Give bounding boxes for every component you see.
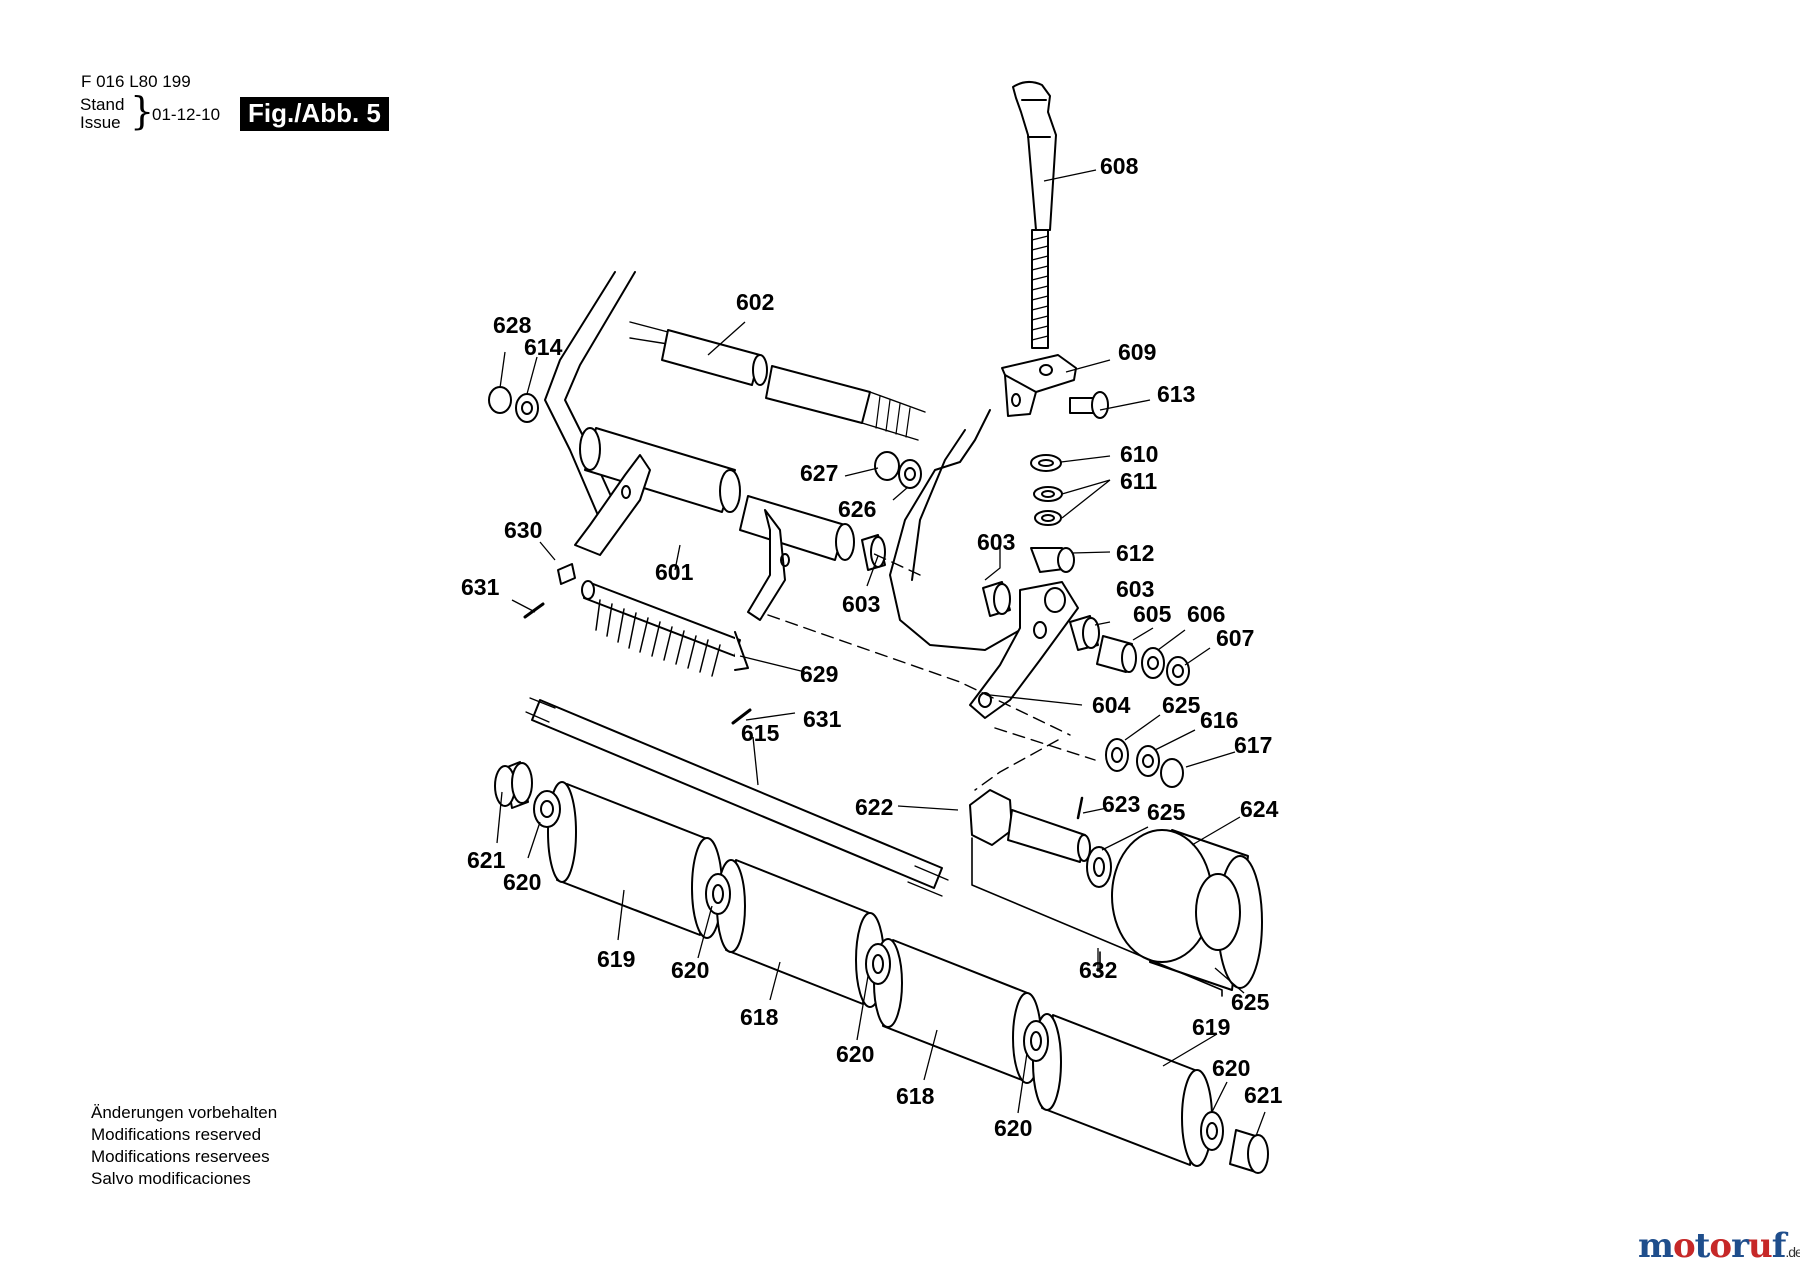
leader-lines <box>496 169 1266 1137</box>
label-613: 613 <box>1157 381 1195 407</box>
label-614: 614 <box>524 334 563 360</box>
label-625-top: 625 <box>1162 692 1201 718</box>
label-608: 608 <box>1100 153 1139 179</box>
shaft-part <box>629 321 926 441</box>
note-es: Salvo modificaciones <box>91 1169 251 1188</box>
label-618-b: 618 <box>896 1083 935 1109</box>
label-607: 607 <box>1216 625 1254 651</box>
label-631-mid: 631 <box>803 706 842 732</box>
front-roller-1 <box>547 781 723 939</box>
label-623: 623 <box>1102 791 1140 817</box>
pin-parts <box>523 602 1084 820</box>
label-609: 609 <box>1118 339 1156 365</box>
front-roller-3 <box>873 938 1042 1084</box>
label-603-mid: 603 <box>842 591 880 617</box>
label-620-d: 620 <box>994 1115 1032 1141</box>
label-619-right: 619 <box>1192 1014 1230 1040</box>
figure-badge: Fig./Abb. 5 <box>240 97 389 131</box>
rake-comb-part <box>557 563 749 677</box>
bolt-part <box>1069 391 1109 419</box>
label-626: 626 <box>838 496 876 522</box>
label-621-right: 621 <box>1244 1082 1283 1108</box>
label-630: 630 <box>504 517 542 543</box>
washer-stack-part <box>1030 454 1075 573</box>
rear-roller-part <box>1111 829 1263 991</box>
issue-date: 01-12-10 <box>152 105 221 124</box>
label-621-left: 621 <box>467 847 506 873</box>
label-603-right: 603 <box>1116 576 1154 602</box>
label-620-e: 620 <box>1212 1055 1250 1081</box>
main-shaft-part <box>525 697 949 897</box>
label-611: 611 <box>1120 468 1157 494</box>
adjusting-knob-part <box>1012 81 1057 349</box>
label-615: 615 <box>741 720 780 746</box>
label-618-a: 618 <box>740 1004 779 1030</box>
motoruf-watermark-logo: motoruf.de <box>1638 1226 1800 1266</box>
washer-nut-lower <box>1086 738 1184 888</box>
label-629: 629 <box>800 661 838 687</box>
rocker-shaft-part <box>574 427 855 621</box>
label-606: 606 <box>1187 601 1225 627</box>
assembly-bracket-632 <box>971 837 1223 997</box>
roller-spacers <box>533 790 1224 1151</box>
note-de: Änderungen vorbehalten <box>91 1103 278 1122</box>
label-632: 632 <box>1079 957 1117 983</box>
label-602: 602 <box>736 289 774 315</box>
label-612: 612 <box>1116 540 1154 566</box>
label-610: 610 <box>1120 441 1158 467</box>
watermark-tld: .de <box>1785 1244 1800 1260</box>
front-roller-2 <box>716 859 885 1008</box>
nut-washer-left <box>488 386 539 423</box>
end-caps <box>494 761 1269 1174</box>
front-roller-4 <box>1032 1013 1213 1167</box>
note-fr: Modifications reservees <box>91 1147 270 1166</box>
label-604: 604 <box>1092 692 1131 718</box>
label-603-top: 603 <box>977 529 1015 555</box>
label-620-left: 620 <box>503 869 541 895</box>
spacer-nut-group-right <box>1096 635 1190 686</box>
label-628: 628 <box>493 312 532 338</box>
watermark-brand: motoruf <box>1638 1226 1786 1266</box>
bracket-part <box>1001 354 1077 417</box>
label-616: 616 <box>1200 707 1238 733</box>
label-622: 622 <box>855 794 893 820</box>
label-625-mid: 625 <box>1147 799 1186 825</box>
label-620-c: 620 <box>836 1041 874 1067</box>
part-labels: 608 602 628 614 609 613 610 611 627 626 … <box>461 153 1283 1141</box>
brace-glyph: } <box>130 89 155 133</box>
label-619-left: 619 <box>597 946 635 972</box>
part-number: F 016 L80 199 <box>81 72 191 91</box>
label-601: 601 <box>655 559 694 585</box>
label-631-top: 631 <box>461 574 500 600</box>
arm-part <box>969 581 1079 719</box>
construction-lines <box>767 551 1096 791</box>
nut-washer-center <box>874 451 922 489</box>
label-620-b: 620 <box>671 957 709 983</box>
label-625-bottom: 625 <box>1231 989 1270 1015</box>
modification-notes: Änderungen vorbehalten Modifications res… <box>91 1102 277 1190</box>
stand-text: Stand <box>80 95 125 114</box>
label-617: 617 <box>1234 732 1272 758</box>
note-en: Modifications reserved <box>91 1125 262 1144</box>
adjuster-part <box>969 789 1091 863</box>
label-605: 605 <box>1133 601 1172 627</box>
label-627: 627 <box>800 460 838 486</box>
issue-text: Issue <box>80 113 121 132</box>
bushing-parts <box>861 534 1100 651</box>
label-624: 624 <box>1240 796 1279 822</box>
stand-issue-label: Stand Issue <box>80 96 124 132</box>
